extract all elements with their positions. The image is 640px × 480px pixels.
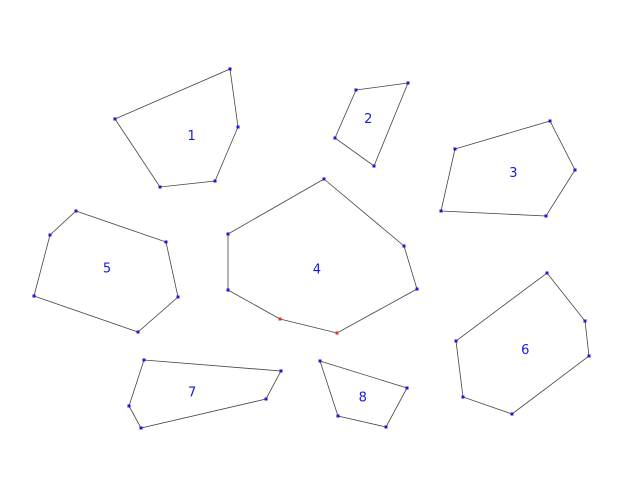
polygon-label: 1 — [187, 129, 195, 144]
vertex — [228, 67, 232, 71]
vertex — [510, 412, 514, 416]
polygon-8: 8 — [318, 359, 409, 429]
vertex — [236, 125, 240, 129]
polygon-label: 5 — [103, 261, 111, 276]
vertex — [439, 209, 443, 213]
polygon-1: 1 — [113, 67, 240, 189]
polygon-label: 7 — [188, 385, 196, 400]
polygon-label: 4 — [313, 263, 321, 278]
polygon-7: 7 — [127, 358, 283, 430]
vertex — [545, 271, 549, 275]
vertex — [279, 369, 283, 373]
vertex — [139, 426, 143, 430]
vertex — [74, 209, 78, 213]
polygon-outline — [227, 178, 418, 334]
polygon-4: 4 — [226, 177, 419, 335]
vertex — [583, 319, 587, 323]
vertex — [453, 147, 457, 151]
vertex — [548, 119, 552, 123]
vertex — [127, 404, 131, 408]
vertex — [372, 164, 376, 168]
vertex — [544, 214, 548, 218]
vertex — [406, 81, 410, 85]
vertex — [587, 354, 591, 358]
polygon-outline — [128, 359, 282, 429]
vertex — [142, 358, 146, 362]
vertex — [32, 294, 36, 298]
polygon-2: 2 — [333, 81, 410, 168]
polygon-label: 6 — [521, 343, 529, 358]
vertex — [164, 240, 168, 244]
vertex — [213, 179, 217, 183]
polygon-5: 5 — [32, 209, 180, 334]
vertex — [354, 88, 358, 92]
vertex — [415, 287, 419, 291]
polygon-label: 2 — [364, 112, 372, 127]
vertex-highlighted — [278, 317, 282, 321]
polygon-6: 6 — [454, 271, 591, 416]
vertex — [461, 395, 465, 399]
vertex — [336, 414, 340, 418]
vertex — [405, 386, 409, 390]
vertex — [402, 244, 406, 248]
polygon-outline — [114, 68, 239, 188]
vertex — [113, 117, 117, 121]
vertex — [333, 136, 337, 140]
polygon-3: 3 — [439, 119, 577, 218]
vertex — [454, 339, 458, 343]
polygon-label: 8 — [359, 391, 367, 406]
vertex — [226, 288, 230, 292]
vertex — [264, 397, 268, 401]
vertex — [48, 233, 52, 237]
vertex — [226, 232, 230, 236]
vertex-highlighted — [335, 331, 339, 335]
vertex — [176, 295, 180, 299]
vertex — [136, 330, 140, 334]
vertex — [322, 177, 326, 181]
vertex — [158, 185, 162, 189]
vertex — [384, 425, 388, 429]
vertex — [318, 359, 322, 363]
vertex — [573, 168, 577, 172]
polygons-layer: 1 2 3 4 5 6 7 8 — [32, 67, 591, 430]
polygon-outline — [440, 120, 576, 217]
polygon-label: 3 — [509, 166, 517, 181]
